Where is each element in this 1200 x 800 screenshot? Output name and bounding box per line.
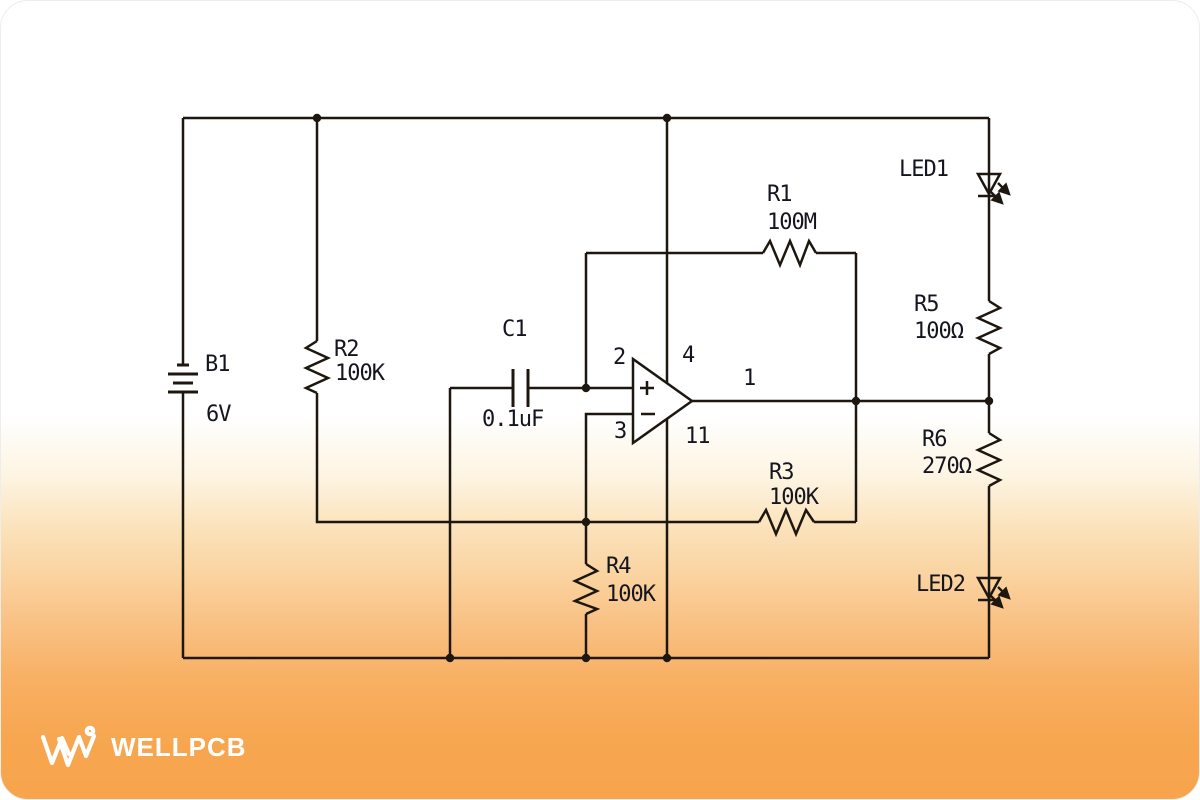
r6-value-label: 270Ω [922, 454, 972, 479]
wellpcb-w-icon [40, 725, 97, 768]
opamp-pin4-label: 4 [682, 343, 695, 368]
led2-icon [975, 576, 1011, 609]
c1-value-label: 0.1uF [482, 407, 544, 432]
battery-value-label: 6V [206, 402, 231, 427]
resistor-r1-icon [761, 237, 818, 269]
r5-ref-label: R5 [914, 292, 939, 317]
resistor-r3-icon [757, 506, 816, 538]
r6-ref-label: R6 [922, 427, 947, 452]
opamp-pin1-label: 1 [743, 366, 756, 391]
resistor-icons [302, 237, 1004, 616]
opamp-pin3-label: 3 [614, 419, 627, 444]
battery-ref-label: B1 [205, 352, 230, 377]
led1-icon [975, 172, 1011, 205]
capacitor-icon [511, 369, 530, 407]
r2-ref-label: R2 [334, 337, 359, 362]
opamp-plus-sign [640, 381, 654, 395]
resistor-r5-icon [974, 299, 1004, 356]
r2-value-label: 100K [335, 361, 385, 386]
r1-ref-label: R1 [767, 182, 792, 207]
r3-value-label: 100K [769, 485, 819, 510]
opamp-pin2-label: 2 [613, 345, 626, 370]
battery-icon [168, 363, 198, 394]
r3-ref-label: R3 [769, 460, 794, 485]
wellpcb-logo-text: WELLPCB [111, 731, 247, 762]
led1-ref-label: LED1 [899, 157, 949, 182]
resistor-r2-icon [302, 339, 332, 395]
wellpcb-logo: WELLPCB [37, 723, 247, 771]
led2-ref-label: LED2 [916, 572, 966, 597]
c1-ref-label: C1 [502, 317, 527, 342]
r4-value-label: 100K [606, 582, 656, 607]
opamp-pin11-label: 11 [685, 424, 710, 449]
r5-value-label: 100Ω [914, 319, 964, 344]
resistor-r4-icon [571, 562, 601, 616]
r4-ref-label: R4 [606, 554, 631, 579]
junction-dots [312, 113, 994, 663]
resistor-r6-icon [974, 431, 1004, 488]
opamp-icon [631, 356, 695, 446]
r1-value-label: 100M [767, 210, 817, 235]
